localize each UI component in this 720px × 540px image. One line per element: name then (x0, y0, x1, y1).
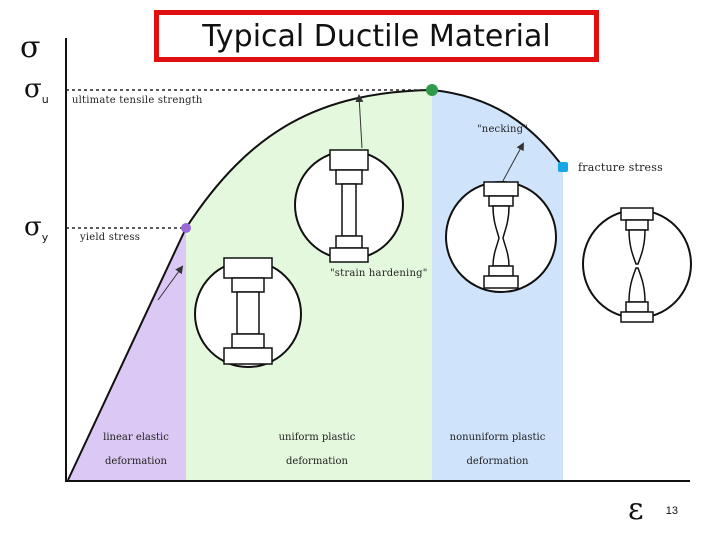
uniform-plastic-label: uniform plastic deformation (262, 426, 372, 474)
x-axis-symbol: ε (628, 492, 644, 527)
necking-label: "necking" (477, 124, 529, 135)
yield-point-marker (181, 223, 191, 233)
diagram-title: Typical Ductile Material (202, 18, 551, 54)
specimen-fracture-icon (582, 207, 692, 323)
page-number: 13 (665, 505, 678, 517)
yield-stress-sigma: σ (24, 212, 42, 242)
ultimate-tensile-strength-label: ultimate tensile strength (72, 95, 203, 106)
yield-stress-label: yield stress (80, 232, 141, 243)
strain-hardening-label: "strain hardening" (330, 268, 428, 279)
fracture-point-marker (558, 162, 568, 172)
ultimate-stress-sigma: σ (24, 74, 42, 104)
title-box: Typical Ductile Material (154, 10, 599, 62)
yield-arrow (157, 265, 184, 301)
stress-strain-curve (67, 88, 564, 481)
fracture-stress-label: fracture stress (578, 161, 663, 174)
ultimate-point-marker (426, 84, 438, 96)
linear-elastic-line1: linear elastic (103, 432, 169, 443)
specimen-uniform-icon (294, 149, 404, 263)
ultimate-stress-symbol: σu (24, 74, 49, 106)
linear-elastic-line2: deformation (105, 456, 167, 467)
nonuniform-plastic-label: nonuniform plastic deformation (440, 426, 555, 474)
linear-elastic-label: linear elastic deformation (96, 426, 176, 474)
nonuniform-plastic-line2: deformation (466, 456, 529, 467)
specimen-necking-icon (445, 181, 557, 293)
y-axis-symbol: σ (20, 30, 41, 65)
uniform-plastic-line2: deformation (286, 456, 348, 467)
uniform-plastic-line1: uniform plastic (278, 432, 356, 443)
yield-stress-subscript: y (41, 231, 49, 245)
nonuniform-plastic-line1: nonuniform plastic (449, 432, 546, 443)
ultimate-stress-subscript: u (41, 93, 49, 107)
yield-stress-symbol: σy (24, 212, 48, 244)
ultimate-arrow (355, 94, 364, 149)
specimen-elastic-icon (194, 257, 302, 368)
